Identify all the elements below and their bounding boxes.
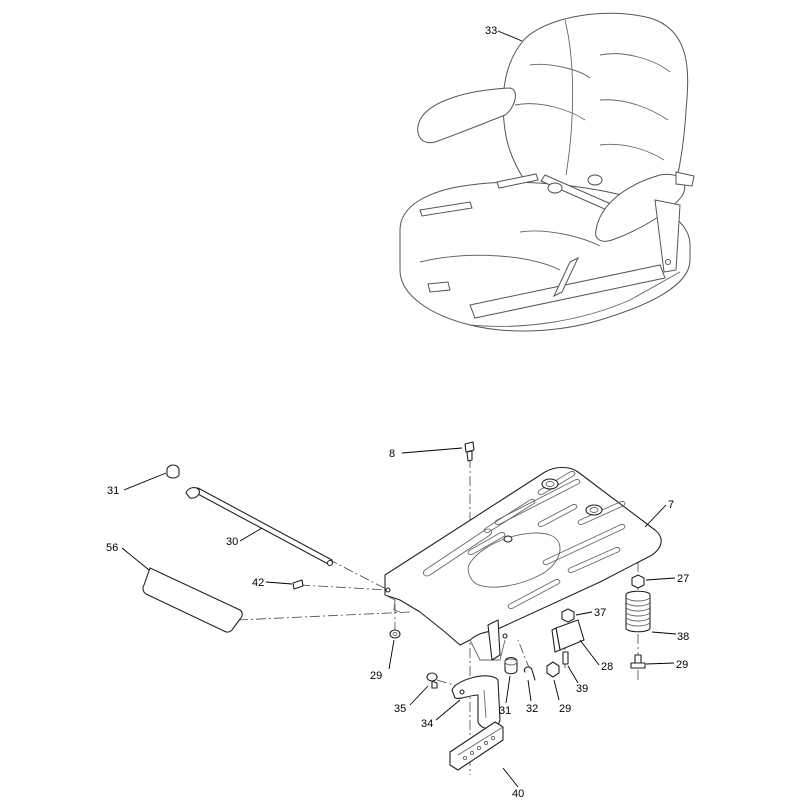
seat-assembly [399, 12, 695, 332]
handle-34 [451, 675, 501, 730]
bolt-39 [562, 651, 569, 665]
callout-27: 38 [677, 631, 689, 643]
bracket-38 [551, 619, 585, 653]
nut-29-right [631, 574, 645, 589]
knob-31-top [166, 464, 180, 479]
callout-29-left: 29 [370, 670, 382, 682]
seat-plate-body [384, 466, 662, 646]
spacer-31-bottom [504, 656, 518, 675]
callout-30: 30 [226, 536, 238, 548]
bolt-28 [630, 654, 646, 669]
bracket-40 [449, 721, 504, 771]
bolt-42 [292, 579, 304, 590]
nut-29-left [389, 629, 401, 639]
left-armrest [417, 87, 516, 144]
callout-40: 40 [512, 788, 524, 800]
callout-56: 56 [106, 542, 118, 554]
callout-7: 7 [668, 499, 674, 511]
callout-35: 35 [394, 703, 406, 715]
callout-31-top: 31 [107, 485, 119, 497]
right-armrest [595, 173, 686, 242]
callout-39: 39 [576, 683, 588, 695]
callout-38: 28 [601, 661, 613, 673]
callout-37: 37 [594, 607, 606, 619]
rod-30 [185, 487, 334, 567]
callout-33: 33 [485, 25, 497, 37]
nut-37 [561, 608, 575, 623]
callout-28: 29 [676, 659, 688, 671]
decal-56 [142, 567, 243, 633]
callout-labels: 33 8 31 30 56 42 7 29 37 38 28 29 27 35 … [106, 25, 689, 800]
callout-31-bottom: 31 [499, 705, 511, 717]
seat-plate [384, 466, 662, 661]
callout-42: 42 [252, 577, 264, 589]
callout-29-center: 29 [559, 703, 571, 715]
pin-35 [426, 672, 438, 689]
spring-27 [625, 590, 651, 633]
callout-32: 32 [526, 703, 538, 715]
leader-lines [121, 30, 677, 788]
callout-8: 8 [389, 448, 395, 460]
clip-32 [523, 666, 536, 681]
nut-29-center [546, 661, 560, 678]
bolt-8 [464, 441, 475, 462]
callout-29-right: 27 [677, 573, 689, 585]
callout-34: 34 [421, 718, 433, 730]
